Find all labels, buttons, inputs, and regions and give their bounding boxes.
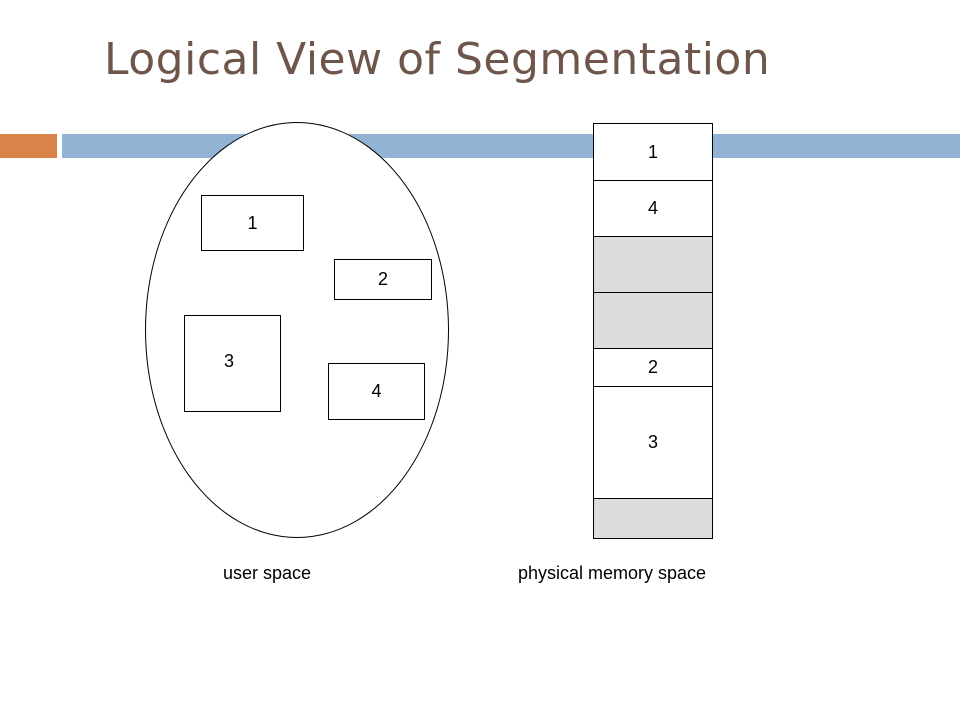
user-segment-2: 2 [334, 259, 432, 300]
memory-cell: 4 [594, 181, 712, 237]
slide-title: Logical View of Segmentation [104, 34, 771, 85]
user-segment-3: 3 [184, 315, 281, 412]
physical-memory-column: 1 4 2 3 [593, 123, 713, 539]
title-underline-bar [62, 134, 960, 158]
memory-cell: 2 [594, 349, 712, 387]
user-space-caption: user space [223, 563, 312, 583]
memory-cell [594, 293, 712, 349]
physical-memory-caption: physical memory space [518, 563, 707, 583]
memory-cell [594, 237, 712, 293]
memory-cell: 3 [594, 387, 712, 499]
memory-cell [594, 499, 712, 538]
user-segment-4: 4 [328, 363, 425, 420]
user-segment-1: 1 [201, 195, 304, 251]
title-accent-bar [0, 134, 57, 158]
memory-cell: 1 [594, 124, 712, 181]
